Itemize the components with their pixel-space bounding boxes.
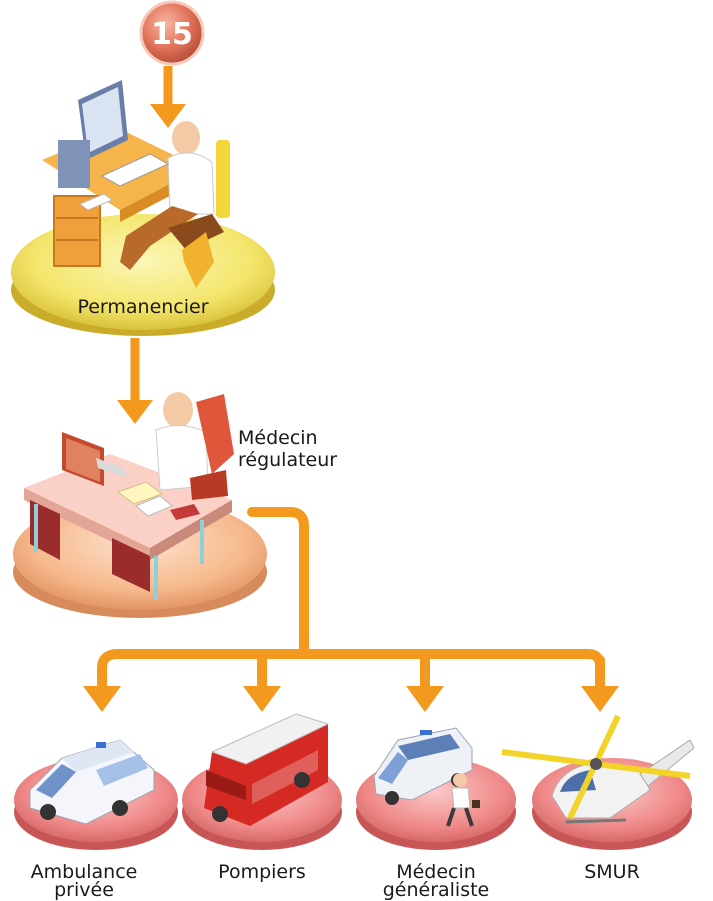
- permanencier-station: [11, 80, 275, 336]
- ambulance-station: [14, 739, 178, 850]
- pompiers-station: [182, 713, 342, 850]
- medecin-regulateur-station: [13, 392, 267, 618]
- smur-station: [501, 714, 695, 850]
- dispatch-branch-arrows: [97, 507, 605, 695]
- medecin-regulateur-label-line2: régulateur: [238, 449, 337, 471]
- arrow-permanencier-to-regulateur: [117, 338, 153, 424]
- helicopter-icon: [501, 714, 695, 824]
- permanencier-label: Permanencier: [77, 296, 208, 318]
- dispatch-arrowheads: [83, 686, 619, 712]
- pompiers-label: Pompiers: [218, 861, 306, 883]
- car-icon: [373, 727, 473, 805]
- medecin-generaliste-label-line2: généraliste: [383, 879, 490, 901]
- doctor-walking-icon: [446, 773, 480, 827]
- ambulance-label-line1: Ambulance: [31, 861, 138, 883]
- doctor-person-icon: [155, 392, 234, 500]
- computer-monitor-icon: [62, 432, 126, 486]
- medecin-generaliste-label-line1: Médecin: [396, 861, 476, 883]
- badge-number: 15: [151, 17, 193, 52]
- smur-label: SMUR: [584, 861, 640, 883]
- medecin-regulateur-label-line1: Médecin: [238, 427, 318, 449]
- ambulance-icon: [29, 739, 155, 825]
- computer-monitor-icon: [58, 80, 128, 188]
- phone-icon: [170, 504, 200, 520]
- operator-person-icon: [120, 121, 230, 288]
- emergency-number-badge: 15: [139, 0, 205, 66]
- medecin-generaliste-station: [356, 727, 516, 850]
- ambulance-label-line2: privée: [54, 879, 114, 901]
- desk-icon: [24, 454, 232, 600]
- arrow-badge-to-permanencier: [150, 66, 186, 128]
- fire-truck-icon: [204, 713, 330, 826]
